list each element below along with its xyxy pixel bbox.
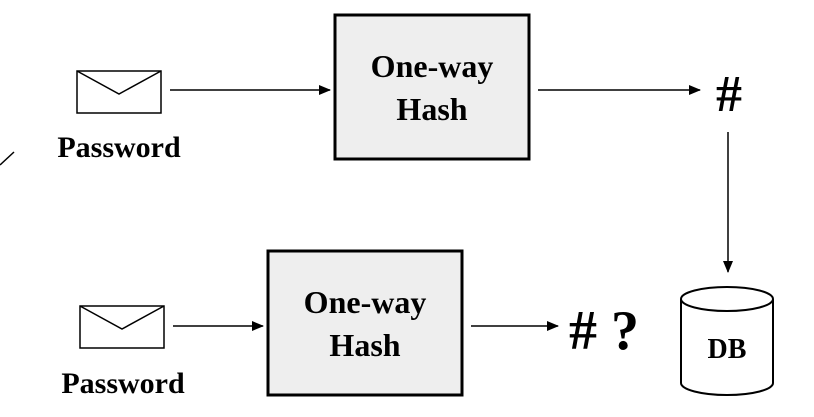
bottom-digest-query: # ?: [569, 300, 639, 362]
bottom-hash-label-line2: Hash: [329, 327, 400, 363]
db-label: DB: [708, 334, 747, 365]
top-hash-label-line1: One-way: [371, 48, 494, 84]
top-hash-label-line2: Hash: [396, 91, 467, 127]
top-hash-box: [333, 13, 531, 161]
edge-line-fragment: [0, 151, 15, 166]
top-digest-symbol: #: [716, 66, 742, 123]
envelope-icon: [79, 305, 165, 349]
bottom-hash-label-line1: One-way: [304, 284, 427, 320]
bottom-password-label: Password: [61, 367, 185, 400]
database-icon: [680, 286, 774, 396]
top-password-label: Password: [57, 131, 181, 164]
bottom-hash-box: [266, 249, 464, 397]
envelope-icon: [76, 70, 162, 114]
